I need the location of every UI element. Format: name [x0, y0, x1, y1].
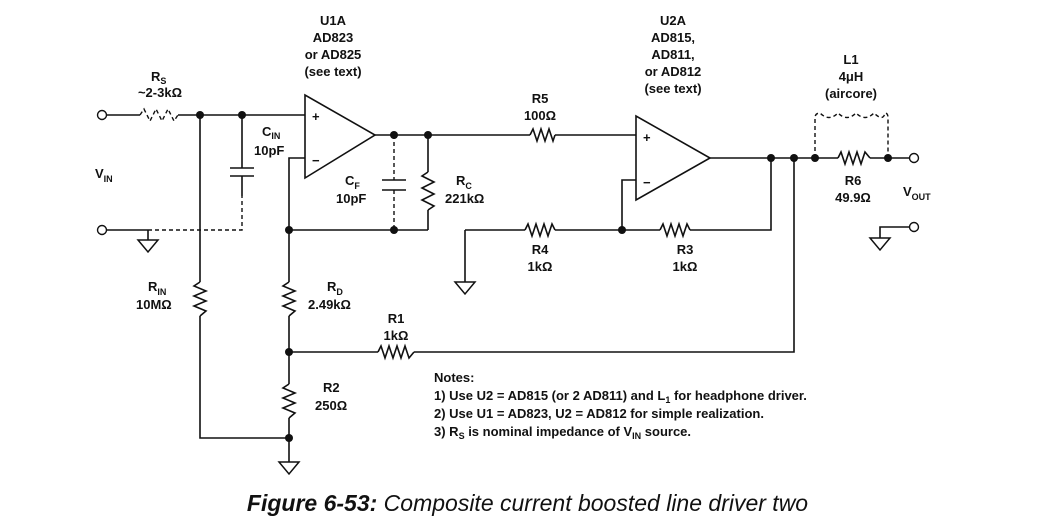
cin-value: 10pF [254, 143, 284, 158]
r1-resistor-symbol [377, 343, 415, 361]
ground-symbol-output [868, 237, 892, 252]
r2-value: 250Ω [315, 398, 347, 413]
vin-top-terminal [96, 109, 108, 121]
r1-label: R1 [388, 311, 405, 326]
junction-dots [196, 111, 892, 442]
notes-heading: Notes: [434, 370, 474, 385]
r3-label: R3 [677, 242, 694, 257]
r5-value: 100Ω [524, 108, 556, 123]
rin-value: 10MΩ [136, 297, 172, 312]
figure-caption: Figure 6-53: Composite current boosted l… [0, 490, 1055, 517]
r3-resistor-symbol [659, 221, 691, 239]
u2-part-1: AD815, [651, 30, 695, 45]
rs-label: RS [151, 69, 166, 86]
l1-note: (aircore) [825, 86, 877, 101]
vout-label: VOUT [903, 184, 931, 202]
rs-resistor-symbol [139, 107, 179, 123]
rc-label: RC [456, 173, 472, 191]
figure-title: Composite current boosted line driver tw… [377, 490, 809, 516]
cin-label: CIN [262, 124, 280, 141]
u2-plus-sign: + [643, 130, 651, 145]
u2-ref: U2A [660, 13, 687, 28]
l1-inductor-symbol [814, 112, 889, 158]
ground-symbol-r2 [277, 461, 301, 476]
u2-opamp: + − [635, 114, 712, 202]
vin-bottom-terminal [96, 224, 108, 236]
figure-number: Figure 6-53: [246, 490, 378, 516]
rc-value: 221kΩ [445, 191, 484, 206]
u1-note: (see text) [304, 64, 361, 79]
u1-part-1: AD823 [313, 30, 353, 45]
r6-value: 49.9Ω [835, 190, 871, 205]
cf-value: 10pF [336, 191, 366, 206]
u1-ref: U1A [320, 13, 347, 28]
r4-resistor-symbol [524, 221, 556, 239]
l1-label: L1 [843, 52, 858, 67]
cf-capacitor-symbol [382, 179, 406, 191]
rin-resistor-symbol [191, 281, 209, 317]
vin-label: VIN [95, 166, 113, 184]
r6-label: R6 [845, 173, 862, 188]
note-3: 3) RS is nominal impedance of VIN source… [434, 424, 691, 441]
rd-label: RD [327, 279, 343, 297]
r6-resistor-symbol [837, 149, 871, 167]
rd-resistor-symbol [280, 281, 298, 317]
r1-value: 1kΩ [384, 328, 409, 343]
r5-resistor-symbol [529, 126, 556, 144]
u2-part-2: AD811, [651, 47, 694, 62]
vout-top-terminal [908, 152, 920, 164]
notes-block: Notes: 1) Use U2 = AD815 (or 2 AD811) an… [434, 370, 807, 441]
rs-value: ~2-3kΩ [138, 85, 182, 100]
cin-dashed-lead [148, 196, 243, 231]
u2-minus-sign: − [643, 175, 651, 190]
r2-label: R2 [323, 380, 340, 395]
schematic-diagram: + − + − [95, 13, 931, 476]
u1-opamp: + − [304, 93, 377, 180]
rin-label: RIN [148, 279, 166, 297]
u2-part-3: or AD812 [645, 64, 702, 79]
r2-resistor-symbol [280, 383, 298, 419]
u1-minus-sign: − [312, 153, 320, 168]
cin-capacitor-symbol [230, 167, 254, 177]
r3-value: 1kΩ [673, 259, 698, 274]
u1-plus-sign: + [312, 109, 320, 124]
l1-value: 4μH [839, 69, 864, 84]
note-2: 2) Use U1 = AD823, U2 = AD812 for simple… [434, 406, 764, 421]
cf-label: CF [345, 173, 360, 191]
rd-value: 2.49kΩ [308, 297, 351, 312]
rc-resistor-symbol [420, 171, 436, 211]
r4-label: R4 [532, 242, 549, 257]
note-1: 1) Use U2 = AD815 (or 2 AD811) and L1 fo… [434, 388, 807, 405]
vout-bottom-terminal [908, 221, 920, 233]
wires [106, 114, 910, 462]
ground-symbol-input [136, 239, 160, 254]
r4-value: 1kΩ [528, 259, 553, 274]
r5-label: R5 [532, 91, 549, 106]
u2-note: (see text) [644, 81, 701, 96]
ground-symbol-r4 [453, 281, 477, 296]
u1-part-2: or AD825 [305, 47, 362, 62]
